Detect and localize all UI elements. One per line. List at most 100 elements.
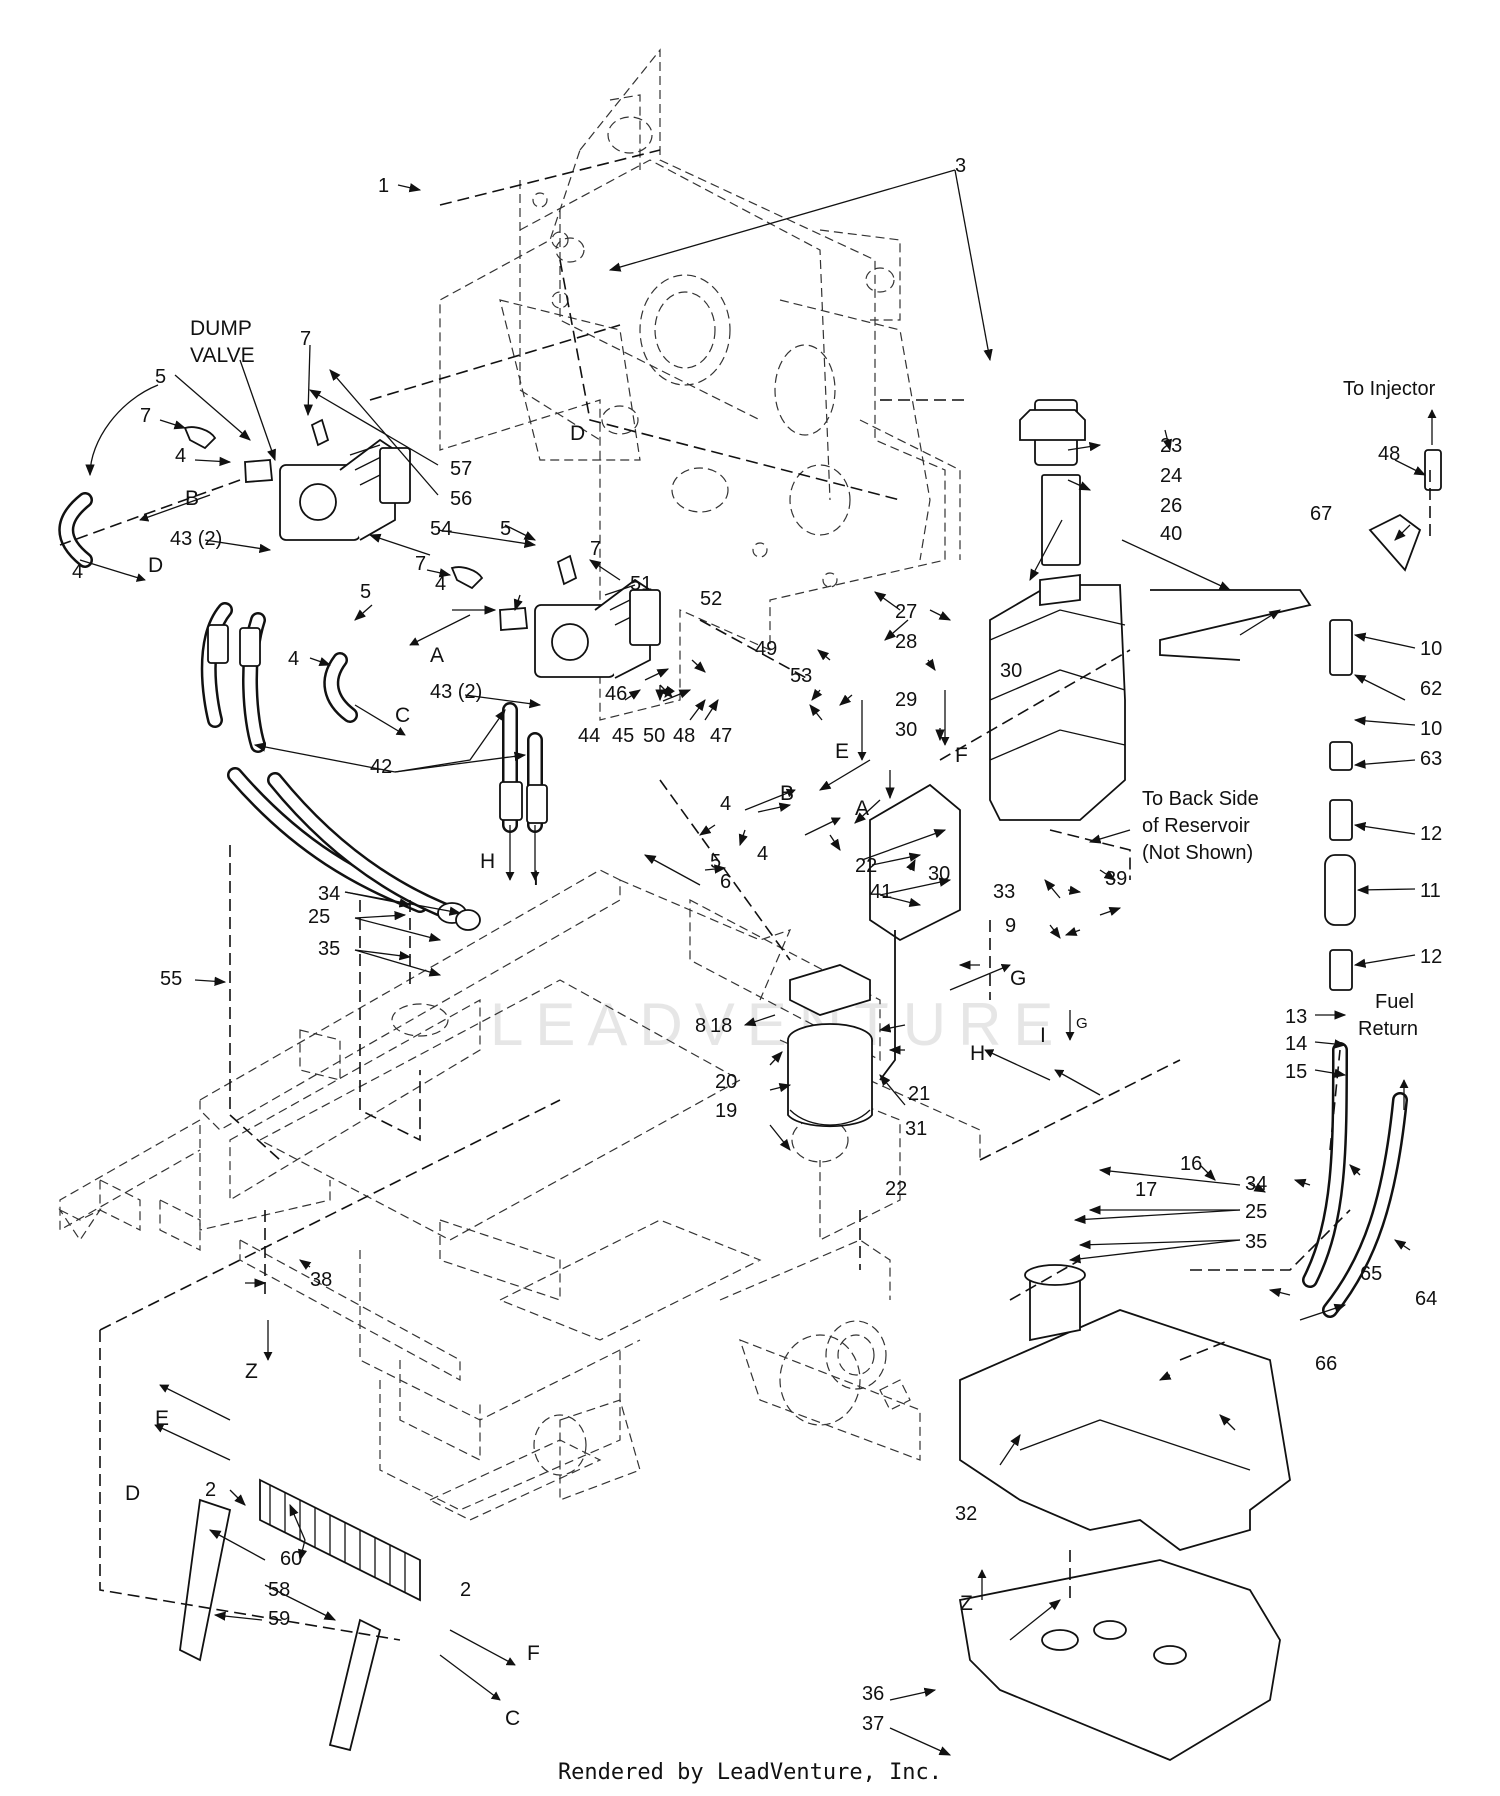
callout-50: 50 — [643, 725, 665, 747]
callout-36: 36 — [862, 1683, 884, 1705]
hydraulic-reservoir — [989, 399, 1312, 821]
callout-52: 52 — [700, 588, 722, 610]
hydraulic-pump-upper — [183, 418, 411, 541]
callout-2: 2 — [460, 1579, 471, 1601]
letter-h: H — [970, 1042, 985, 1065]
connection-letter-labels: A A B B C C D D D E E F F G G H H I I Z … — [125, 422, 1088, 1730]
callout-4: 4 — [757, 843, 768, 865]
connection-lines — [59, 149, 1431, 1641]
callout-34: 34 — [1245, 1173, 1267, 1195]
callout-46: 46 — [605, 683, 627, 705]
callout-30: 30 — [1000, 660, 1022, 682]
callout-58: 58 — [268, 1579, 290, 1601]
callout-3: 3 — [955, 155, 966, 177]
callout-48: 48 — [673, 725, 695, 747]
callout-42: 42 — [370, 756, 392, 778]
callout-12: 12 — [1420, 946, 1442, 968]
callout-30: 30 — [928, 863, 950, 885]
hydraulic-hoses-left — [58, 492, 548, 931]
oil-filter-assembly — [787, 783, 961, 1128]
letter-i: I — [1040, 1024, 1046, 1047]
callout-39: 39 — [1105, 868, 1127, 890]
callout-labels: 1 2 2 3 4 4 4 4 4 4 5 5 5 5 6 7 7 7 7 8 … — [72, 155, 1442, 1735]
callout-62: 62 — [1420, 678, 1442, 700]
oil-cooler — [179, 1478, 421, 1752]
letter-g: G — [1076, 1015, 1088, 1032]
letter-c: C — [505, 1707, 520, 1730]
letter-f: F — [955, 744, 968, 767]
callout-10: 10 — [1420, 718, 1442, 740]
letter-g: G — [1010, 967, 1026, 990]
callout-67: 67 — [1310, 503, 1332, 525]
callout-44: 44 — [578, 725, 600, 747]
callout-14: 14 — [1285, 1033, 1307, 1055]
callout-25: 25 — [308, 906, 330, 928]
back-side-note: of Reservoir — [1142, 815, 1250, 837]
callout-18: 18 — [710, 1015, 732, 1037]
callout-4: 4 — [435, 573, 446, 595]
fuel-tank — [959, 1264, 1291, 1551]
letter-a: A — [430, 644, 444, 667]
footer-credit: Rendered by LeadVenture, Inc. — [557, 1760, 943, 1785]
callout-51: 51 — [630, 573, 652, 595]
watermark-text: LEADVENTURE — [490, 991, 1065, 1058]
letter-d: D — [570, 422, 585, 445]
callout-5: 5 — [155, 366, 166, 388]
callout-24: 24 — [1160, 465, 1182, 487]
callout-5: 5 — [710, 851, 721, 873]
letter-e: E — [835, 740, 849, 763]
dump-valve-label: DUMP — [190, 317, 252, 340]
diagram-notes: DUMP VALVE To Injector To Back Side of R… — [190, 317, 1436, 1040]
callout-12: 12 — [1420, 823, 1442, 845]
callout-40: 40 — [1160, 523, 1182, 545]
letter-c: C — [395, 704, 410, 727]
callout-6: 6 — [720, 871, 731, 893]
callout-37: 37 — [862, 1713, 884, 1735]
callout-32: 32 — [955, 1503, 977, 1525]
callout-15: 15 — [1285, 1061, 1307, 1083]
callout-7: 7 — [590, 538, 601, 560]
callout-7: 7 — [300, 328, 311, 350]
callout-56: 56 — [450, 488, 472, 510]
fuel-return-note: Return — [1358, 1018, 1418, 1040]
callout-11: 11 — [1420, 880, 1441, 902]
callout-4: 4 — [72, 561, 83, 583]
callout-31: 31 — [905, 1118, 927, 1140]
callout-8: 8 — [695, 1015, 706, 1037]
callout-59: 59 — [268, 1608, 290, 1630]
callout-64: 64 — [1415, 1288, 1437, 1310]
callout-33: 33 — [993, 881, 1015, 903]
skid-plate — [958, 1559, 1281, 1762]
callout-16: 16 — [1180, 1153, 1202, 1175]
callout-26: 26 — [1160, 495, 1182, 517]
callout-25: 25 — [1245, 1201, 1267, 1223]
callout-2: 2 — [205, 1479, 216, 1501]
letter-f: F — [527, 1642, 540, 1665]
callout-1: 1 — [378, 175, 389, 197]
callout-19: 19 — [715, 1100, 737, 1122]
callout-4: 4 — [288, 648, 299, 670]
callout-65: 65 — [1360, 1263, 1382, 1285]
callout-5: 5 — [500, 518, 511, 540]
callout-35: 35 — [318, 938, 340, 960]
letter-i: I — [533, 867, 539, 890]
callout-57: 57 — [450, 458, 472, 480]
connection-arrows — [79, 409, 1437, 1701]
back-side-note: To Back Side — [1142, 788, 1259, 810]
callout-28: 28 — [895, 631, 917, 653]
callout-43-2: 43 (2) — [170, 528, 222, 550]
callout-63: 63 — [1420, 748, 1442, 770]
callout-53: 53 — [790, 665, 812, 687]
letter-d: D — [148, 554, 163, 577]
fuel-return-note: Fuel — [1375, 991, 1414, 1013]
callout-54: 54 — [430, 518, 452, 540]
letter-b: B — [185, 487, 199, 510]
callout-4: 4 — [175, 445, 186, 467]
back-side-note: (Not Shown) — [1142, 842, 1253, 864]
callout-21: 21 — [908, 1083, 930, 1105]
letter-a: A — [855, 797, 869, 820]
callout-48: 48 — [1378, 443, 1400, 465]
fuel-line-right — [1302, 449, 1442, 1318]
callout-34: 34 — [318, 883, 340, 905]
